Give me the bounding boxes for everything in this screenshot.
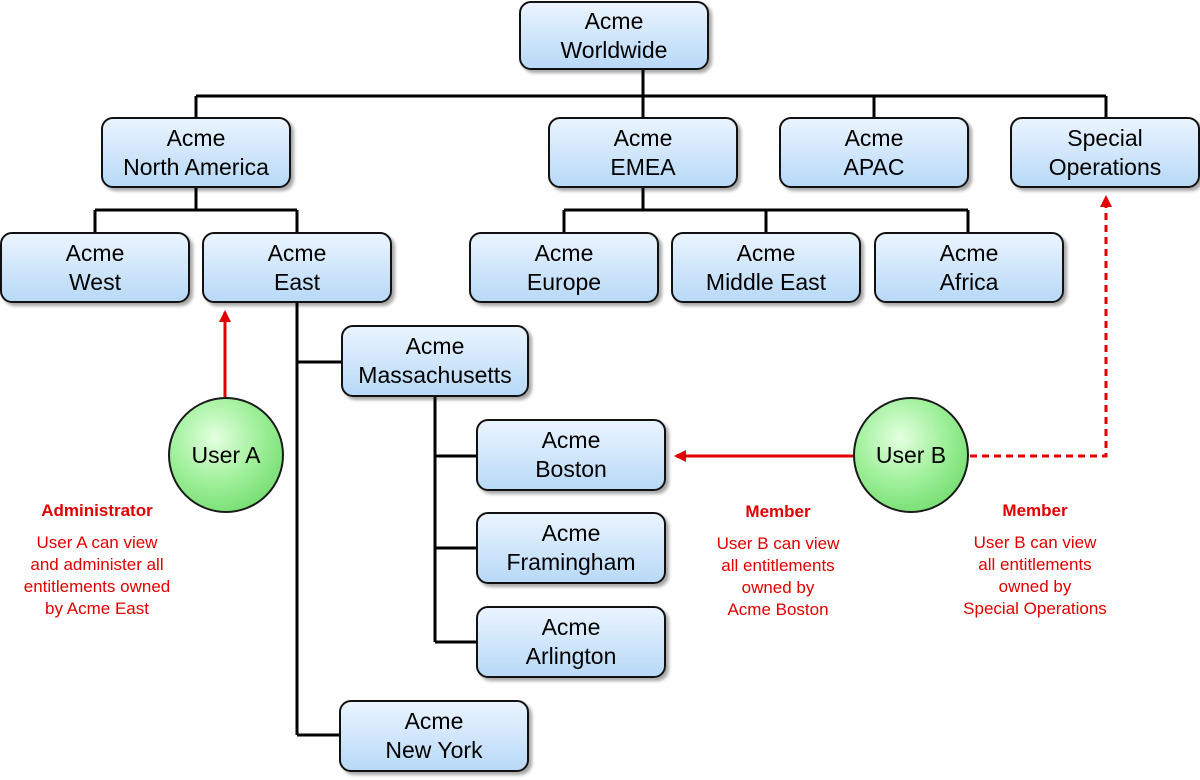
note-user-a-administrator: Administrator User A can view and admini… xyxy=(0,500,194,620)
node-acme-massachusetts: Acme Massachusetts xyxy=(341,325,529,397)
node-special-operations: Special Operations xyxy=(1010,117,1200,188)
user-b-label: User B xyxy=(875,441,947,468)
user-b-special-ops-arrow xyxy=(970,195,1112,458)
note-role: Member xyxy=(745,502,811,521)
note-user-b-boston-member: Member User B can view all entitlements … xyxy=(680,501,876,621)
user-b-circle: User B xyxy=(853,397,969,513)
note-role: Member xyxy=(1002,501,1068,520)
note-role: Administrator xyxy=(41,501,153,520)
node-acme-middle-east: Acme Middle East xyxy=(671,232,861,303)
node-acme-emea: Acme EMEA xyxy=(548,117,738,188)
node-acme-arlington: Acme Arlington xyxy=(476,606,666,678)
node-acme-europe: Acme Europe xyxy=(469,232,659,303)
node-acme-boston: Acme Boston xyxy=(476,419,666,491)
user-a-circle: User A xyxy=(168,397,284,513)
node-acme-west: Acme West xyxy=(0,232,190,303)
node-acme-east: Acme East xyxy=(202,232,392,303)
node-acme-north-america: Acme North America xyxy=(101,117,291,188)
node-acme-framingham: Acme Framingham xyxy=(476,512,666,584)
node-acme-worldwide: Acme Worldwide xyxy=(519,1,709,70)
node-acme-africa: Acme Africa xyxy=(874,232,1064,303)
note-user-b-special-ops-member: Member User B can view all entitlements … xyxy=(930,500,1140,620)
node-acme-apac: Acme APAC xyxy=(779,117,969,188)
user-a-label: User A xyxy=(191,441,261,468)
node-acme-new-york: Acme New York xyxy=(339,700,529,772)
